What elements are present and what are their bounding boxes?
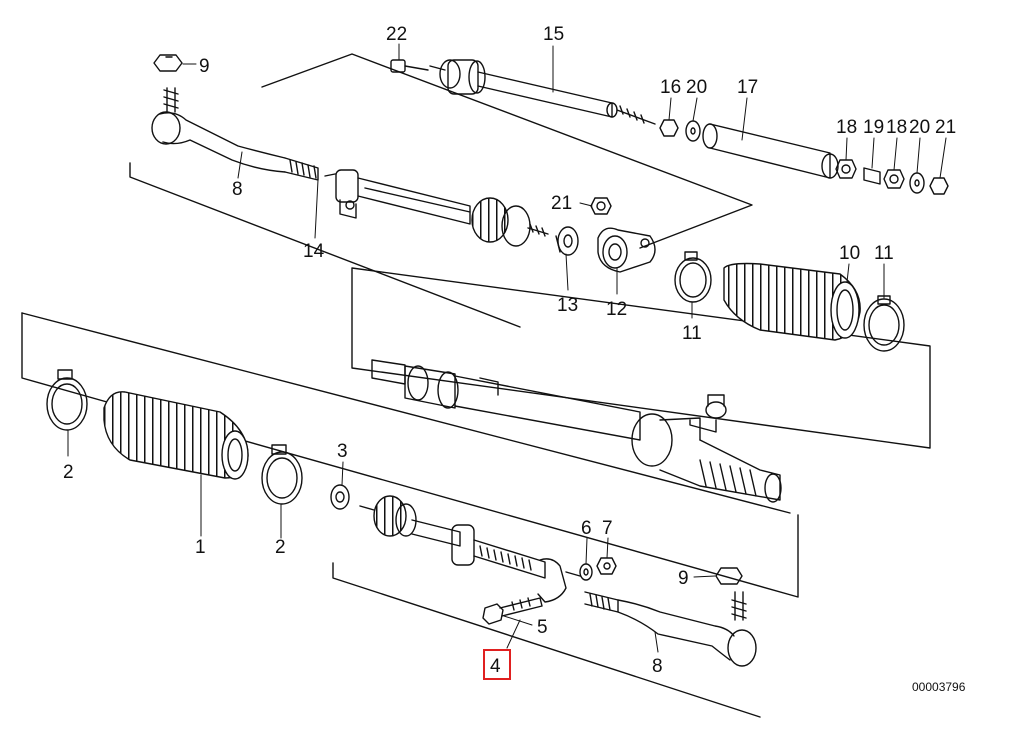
rack-housing [371, 359, 782, 503]
callout-13: 13 [557, 295, 578, 316]
callout-5: 5 [537, 617, 548, 638]
part-1-left-boot [103, 391, 249, 480]
part-17-sleeve [702, 123, 839, 179]
parts-18-19-20-21-hardware [835, 159, 949, 195]
callout-12: 12 [606, 299, 627, 320]
part-16-nut [659, 119, 679, 137]
part-2-clamp-left-outer [46, 369, 88, 431]
part-21-nut-mid [590, 197, 612, 215]
callout-9-top: 9 [199, 56, 210, 77]
callout-2-b: 2 [275, 537, 286, 558]
callout-9-bottom: 9 [678, 568, 689, 589]
part-6-washer [579, 563, 593, 581]
callout-20-b: 20 [909, 117, 930, 138]
part-20-washer-top [685, 120, 701, 142]
callout-2-a: 2 [63, 462, 74, 483]
callout-7: 7 [602, 518, 613, 539]
callout-19: 19 [863, 117, 884, 138]
callout-labels: 22 15 9 16 20 17 18 19 18 20 21 8 14 21 … [63, 24, 966, 694]
callout-14: 14 [303, 241, 325, 262]
diagram-reference-number: 00003796 [912, 680, 966, 694]
part-12-mount-flange [597, 227, 656, 273]
callout-8-bottom: 8 [652, 656, 663, 677]
callout-3: 3 [337, 441, 348, 462]
frame-left-top [21, 312, 791, 514]
frame-rack-housing [351, 267, 931, 449]
callout-8-top: 8 [232, 179, 243, 200]
callout-10: 10 [839, 243, 860, 264]
part-4-tierod-assembly [359, 495, 581, 603]
frame-left-side [21, 312, 799, 598]
part-8-tierod-end-top [151, 87, 319, 181]
part-13-lock-plate [555, 226, 579, 256]
part-3-washer [330, 484, 350, 510]
part-22-nut [390, 59, 429, 73]
frame-tierod-assembly [129, 162, 521, 328]
highlight-box [483, 649, 511, 680]
callout-21-a: 21 [935, 117, 956, 138]
callout-15: 15 [543, 24, 564, 45]
callout-17: 17 [737, 77, 758, 98]
part-15-inner-tierod [429, 59, 656, 125]
part-7-nut [596, 557, 617, 575]
callout-4[interactable]: 4 [490, 656, 501, 677]
callout-18-a: 18 [836, 117, 857, 138]
part-9-nut-bottom [715, 567, 743, 585]
callout-11-b: 11 [874, 243, 894, 264]
part-10-right-boot [723, 262, 861, 341]
callout-22: 22 [386, 24, 407, 45]
callout-18-b: 18 [886, 117, 907, 138]
callout-20-top: 20 [686, 77, 707, 98]
part-9-nut-top [153, 54, 183, 72]
frame-part-4 [332, 562, 761, 718]
callout-11-a: 11 [682, 323, 702, 344]
callout-21-b: 21 [551, 193, 572, 214]
part-8-tierod-end-bottom [584, 591, 757, 667]
part-11-clamp-right-inner [674, 251, 712, 303]
callout-1: 1 [195, 537, 206, 558]
callout-16: 16 [660, 77, 681, 98]
part-5-bolt [482, 597, 543, 625]
leader-lines [67, 43, 947, 653]
frame-upper-tierod [261, 53, 753, 249]
part-11-clamp-right-outer [863, 295, 905, 352]
part-2-clamp-left-inner [261, 444, 303, 505]
callout-6: 6 [581, 518, 592, 539]
part-14-tierod-assembly [324, 169, 549, 247]
